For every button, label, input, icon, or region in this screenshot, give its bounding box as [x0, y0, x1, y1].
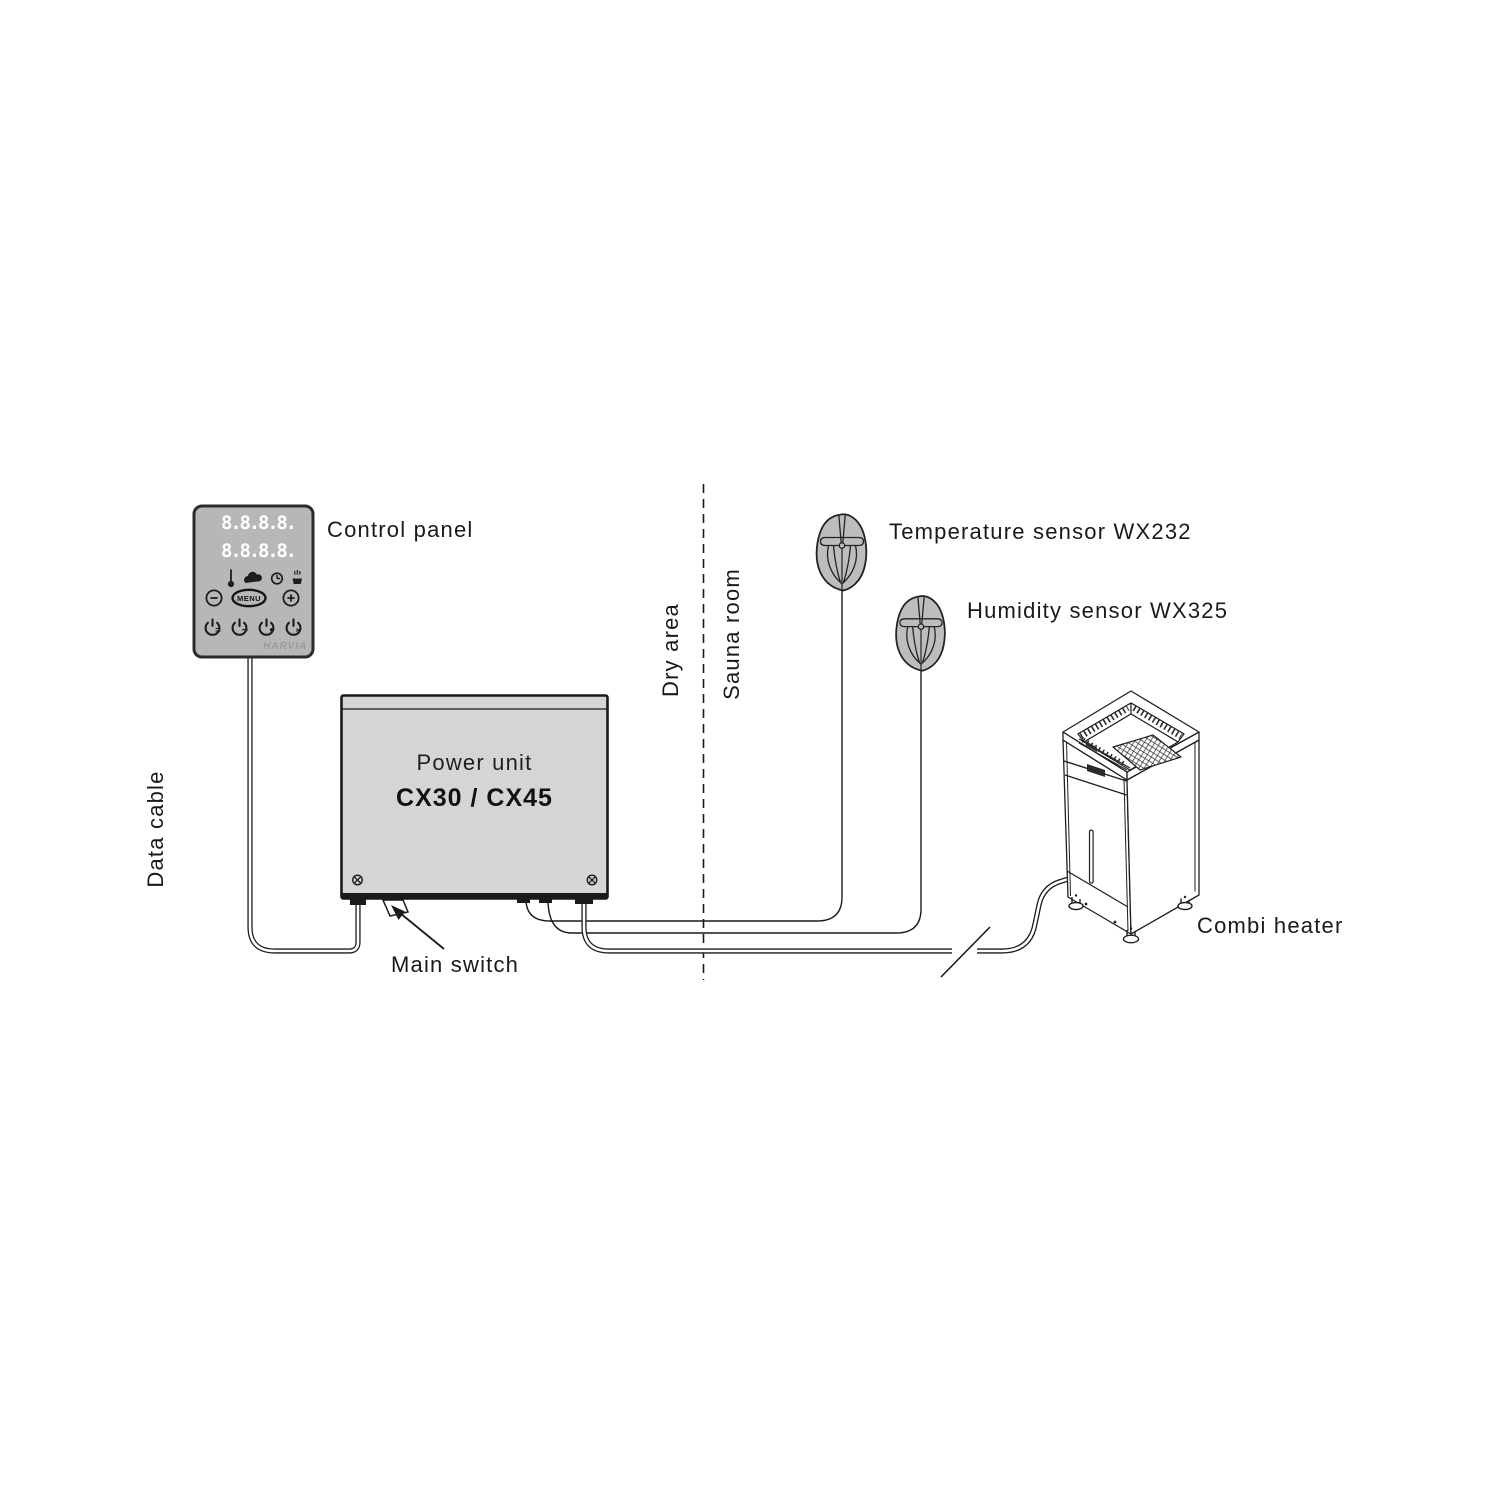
- clock-icon: [270, 572, 284, 585]
- thermometer-icon: [227, 569, 235, 588]
- heater-foot: [1177, 895, 1193, 911]
- combi-heater-label: Combi heater: [1197, 913, 1344, 938]
- plus-button: [282, 589, 300, 607]
- dry-area-label: Dry area: [658, 603, 683, 697]
- screw-icon: [352, 874, 363, 886]
- fan-power-button: [285, 618, 302, 636]
- control-panel-label: Control panel: [327, 517, 474, 542]
- cable-break-mark: [940, 926, 991, 978]
- heater-cable-connector: [575, 898, 593, 904]
- harvia-logo: HARVIA: [263, 641, 308, 652]
- humidity-sensor-cable: [547, 640, 922, 934]
- temperature-sensor-cable: [525, 560, 843, 922]
- sensor-cable-connector: [539, 898, 552, 903]
- heater-cable: [581, 873, 1079, 954]
- menu-button-label: MENU: [236, 594, 262, 603]
- humidity-sensor-label: Humidity sensor WX325: [967, 598, 1229, 623]
- sensor-cable-connector: [517, 898, 530, 903]
- data-cable-label: Data cable: [143, 770, 168, 888]
- power-unit-bottom-band: [342, 893, 607, 899]
- main-switch-label: Main switch: [391, 952, 520, 977]
- heater-foot: [1122, 927, 1140, 944]
- heater-foot: [1068, 894, 1084, 911]
- heater-door-handle: [1088, 829, 1094, 884]
- segment-display-row2: 8.8.8.8.: [221, 540, 297, 562]
- heater-inner-label: [1086, 741, 1097, 752]
- humidity-sensor: [895, 595, 946, 672]
- sauna-room-label: Sauna room: [719, 568, 744, 700]
- vent-slots: [1079, 705, 1130, 740]
- power-unit-label: Power unit: [416, 750, 533, 775]
- control-panel: [192, 504, 315, 659]
- heater-grate: [1112, 734, 1182, 771]
- steamer-power-button: [231, 618, 248, 636]
- heater-door-bottom: [1066, 870, 1129, 908]
- minus-button: [205, 589, 223, 607]
- menu-button: [231, 588, 267, 608]
- steamer-icon: [292, 570, 302, 584]
- heater-badge: [1087, 764, 1105, 777]
- steam-cloud-icon: [244, 571, 262, 583]
- combi-heater: [1062, 690, 1200, 944]
- heater-power-button: [204, 618, 221, 636]
- power-unit-model-label: CX30 / CX45: [396, 784, 553, 812]
- main-switch-arrow: [391, 905, 445, 950]
- vent-slots: [1132, 705, 1183, 740]
- screw-icon: [586, 874, 598, 886]
- temperature-sensor: [815, 513, 868, 592]
- temperature-sensor-label: Temperature sensor WX232: [889, 519, 1192, 544]
- vent-slots: [1081, 737, 1126, 767]
- light-power-button: [258, 618, 275, 636]
- segment-display-row1: 8.8.8.8.: [221, 512, 297, 534]
- data-cable-connector: [350, 898, 366, 905]
- data-cable: [247, 650, 361, 954]
